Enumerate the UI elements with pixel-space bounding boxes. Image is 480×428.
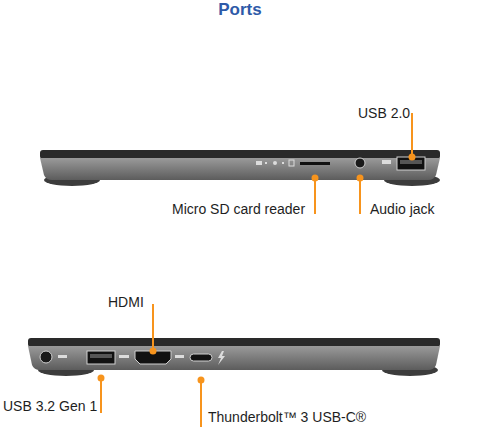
port-label: USB 2.0 [358,105,410,121]
laptop-left-side [28,338,440,376]
laptop-right-side [40,150,440,186]
leader-lines-bottom [99,304,204,427]
port-label: Thunderbolt™ 3 USB-C® [208,409,366,425]
port-label: HDMI [108,294,144,310]
port-label: Micro SD card reader [172,201,305,217]
port-label: USB 3.2 Gen 1 [3,398,97,414]
page-title: Ports [0,0,480,20]
leader-lines-top [313,113,415,214]
port-label: Audio jack [370,201,435,217]
